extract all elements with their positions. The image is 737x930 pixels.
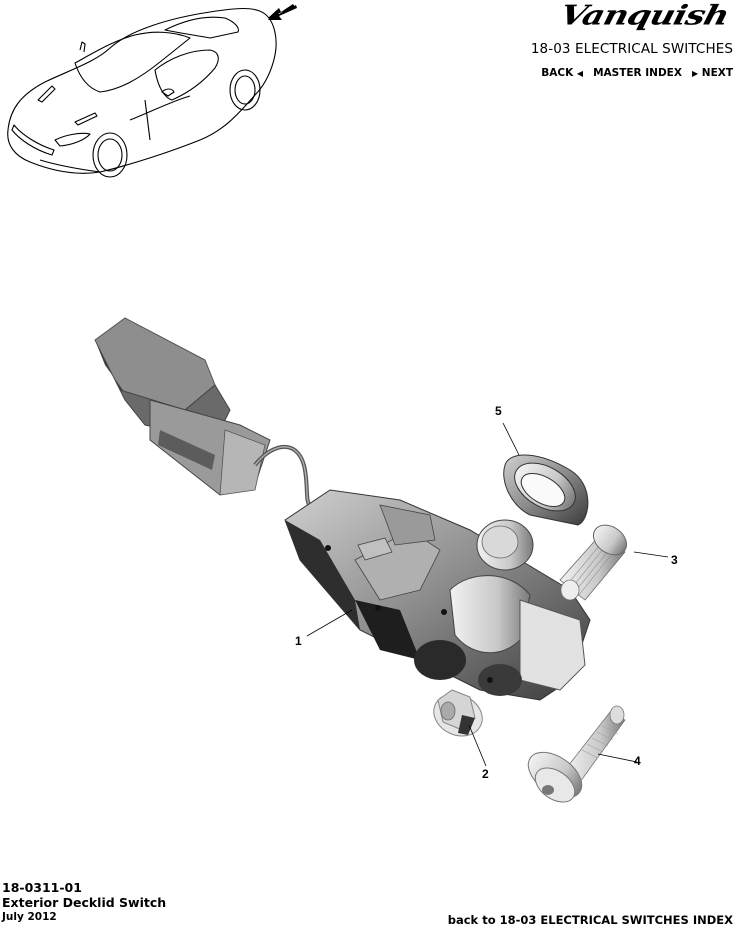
section-title: 18-03 ELECTRICAL SWITCHES: [530, 41, 733, 57]
back-link[interactable]: BACK ◀: [541, 67, 583, 79]
electrical-connector: [94, 317, 271, 496]
flange-nut: [433, 689, 483, 737]
car-locator-illustration: [7, 4, 297, 178]
triangle-right-icon: ▶: [691, 69, 699, 78]
decklid-switch-body: [284, 489, 591, 701]
callout-5: 5: [495, 404, 502, 418]
callout-2: 2: [482, 767, 489, 781]
callout-1: 1: [295, 634, 302, 648]
callout-3: 3: [671, 553, 678, 567]
master-index-link[interactable]: MASTER INDEX: [593, 67, 682, 79]
part-info: 18-0311-01 Exterior Decklid Switch July …: [2, 880, 166, 925]
next-label: NEXT: [701, 67, 733, 79]
publication-date: July 2012: [2, 911, 57, 923]
callout-4: 4: [634, 754, 641, 768]
part-name: Exterior Decklid Switch: [2, 895, 167, 910]
next-link[interactable]: ▶ NEXT: [692, 67, 733, 79]
spacer-ring: [503, 454, 589, 526]
back-label: BACK: [541, 67, 574, 79]
bolt-short: [559, 524, 628, 601]
bolt-flanged: [527, 705, 626, 803]
back-to-index-link[interactable]: back to 18-03 ELECTRICAL SWITCHES INDEX: [447, 913, 733, 927]
part-code: 18-0311-01: [2, 880, 82, 895]
page-navigation: BACK ◀ MASTER INDEX ▶ NEXT: [541, 67, 733, 79]
triangle-left-icon: ◀: [576, 69, 584, 78]
